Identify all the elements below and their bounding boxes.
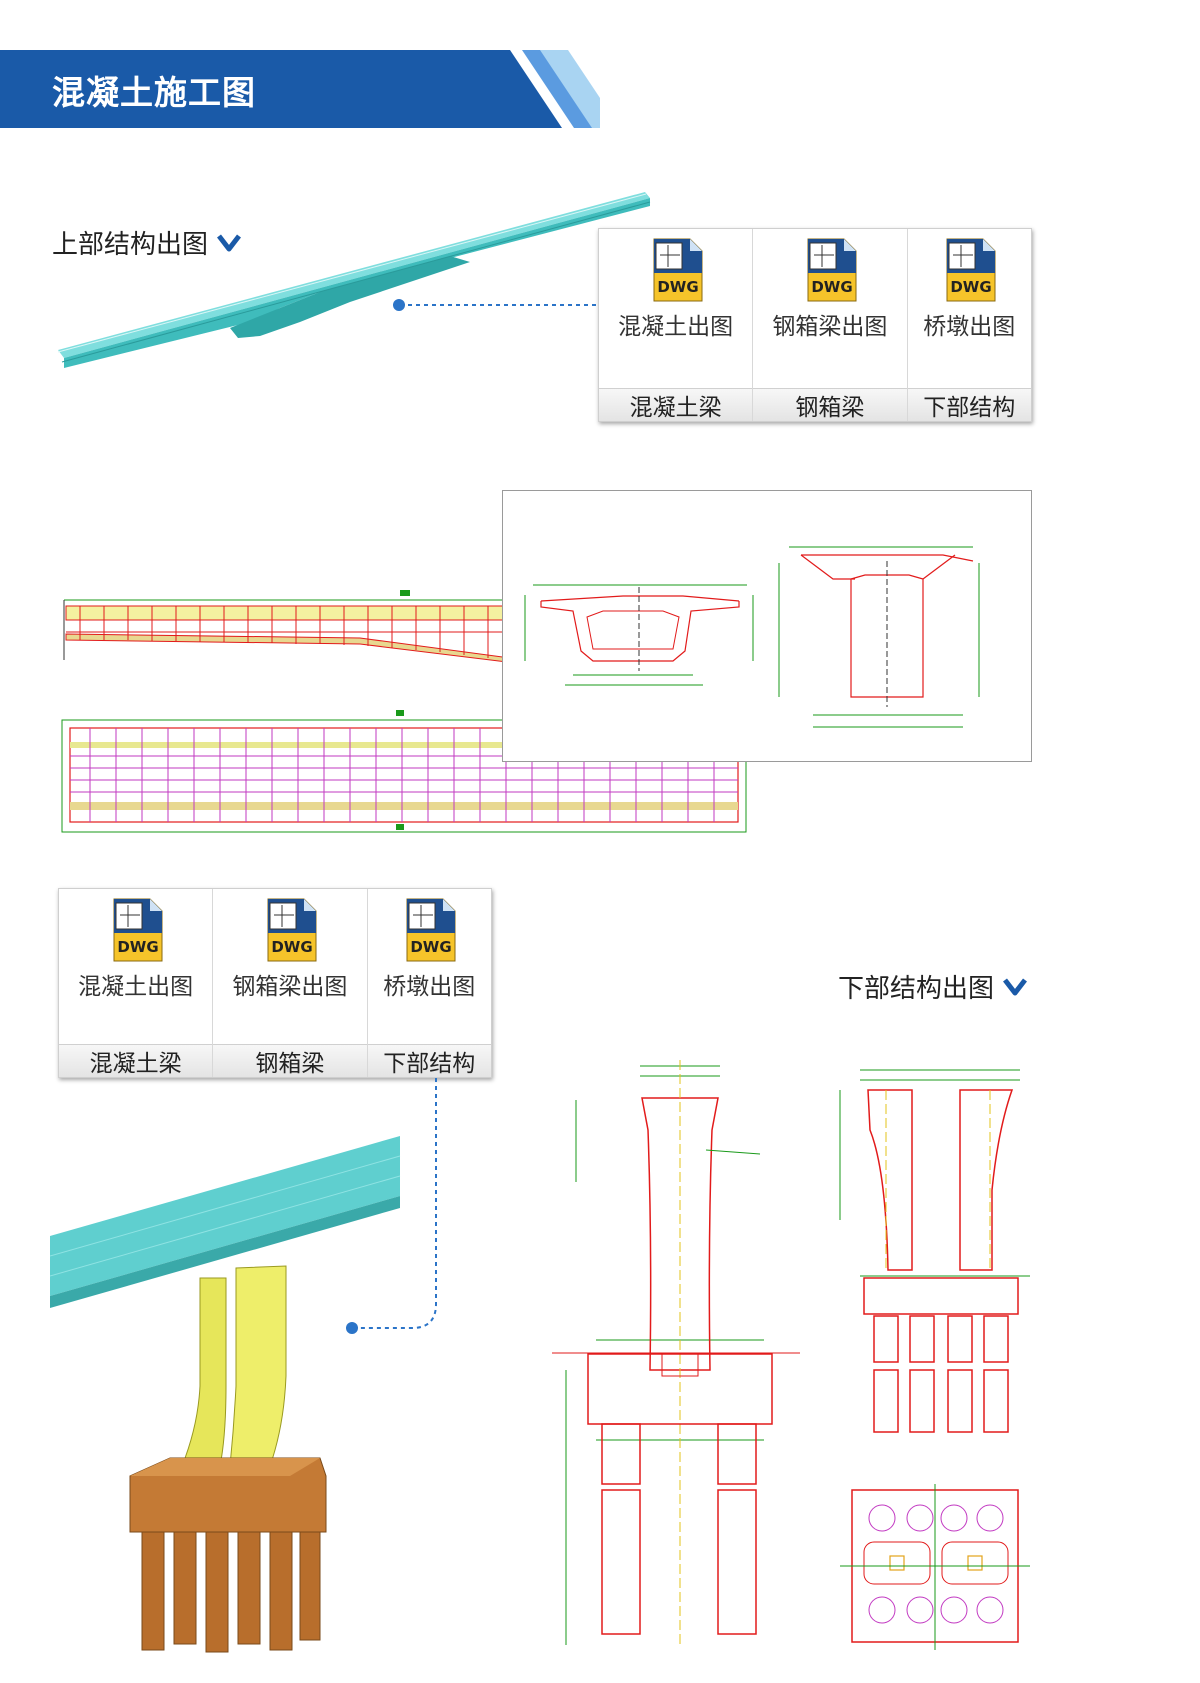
pier-3d-model	[50, 1136, 401, 1653]
superstructure-title-text: 上部结构出图	[52, 230, 209, 260]
svg-text:DWG: DWG	[657, 278, 698, 296]
page-title: 混凝土施工图	[52, 73, 256, 112]
svg-text:DWG: DWG	[117, 938, 158, 956]
steel-box-section	[778, 546, 980, 728]
dwg-file-icon: DWG	[946, 238, 996, 302]
toolbar-group-concrete: DWG 混凝土出图 混凝土梁	[59, 889, 214, 1077]
pier-side-plan-drawing	[839, 1069, 1030, 1650]
substructure-title: 下部结构出图	[838, 968, 1028, 1005]
dwg-file-icon: DWG	[267, 898, 317, 962]
group-label-substructure: 下部结构	[367, 1044, 491, 1077]
concrete-box-section	[524, 584, 754, 686]
toolbar-group-steel: DWG 钢箱梁出图 钢箱梁	[753, 229, 908, 421]
svg-text:DWG: DWG	[811, 278, 852, 296]
dwg-export-toolbar-2: DWG 混凝土出图 混凝土梁 DWG 钢箱梁出图 钢箱梁	[58, 888, 492, 1078]
pier-drawing-button[interactable]: DWG 桥墩出图	[368, 889, 491, 1044]
svg-text:DWG: DWG	[951, 278, 992, 296]
svg-text:DWG: DWG	[271, 938, 312, 956]
group-label-concrete-beam: 混凝土梁	[59, 1044, 213, 1077]
dwg-file-icon: DWG	[807, 238, 857, 302]
concrete-drawing-button[interactable]: DWG 混凝土出图	[59, 889, 212, 1044]
girder-plan	[61, 710, 747, 833]
concrete-drawing-button[interactable]: DWG 混凝土出图	[599, 229, 752, 388]
dwg-file-icon: DWG	[113, 898, 163, 962]
pier-elevation-drawing	[552, 1060, 800, 1645]
steel-box-drawing-label: 钢箱梁出图	[772, 314, 888, 340]
pier-drawing-button[interactable]: DWG 桥墩出图	[908, 229, 1031, 388]
header-banner	[0, 50, 600, 128]
toolbar-group-concrete: DWG 混凝土出图 混凝土梁	[599, 229, 754, 421]
pier-drawing-label: 桥墩出图	[383, 974, 476, 1000]
svg-text:DWG: DWG	[411, 938, 452, 956]
dwg-file-icon: DWG	[653, 238, 703, 302]
dwg-file-icon: DWG	[406, 898, 456, 962]
chevron-down-icon	[1003, 977, 1027, 995]
toolbar-group-substructure: DWG 桥墩出图 下部结构	[367, 889, 491, 1077]
steel-box-drawing-button[interactable]: DWG 钢箱梁出图	[213, 889, 366, 1044]
cross-section-drawing	[502, 490, 1032, 762]
group-label-steel-box: 钢箱梁	[753, 388, 907, 421]
concrete-drawing-label: 混凝土出图	[78, 974, 194, 1000]
concrete-drawing-label: 混凝土出图	[618, 314, 734, 340]
dwg-export-toolbar: DWG 混凝土出图 混凝土梁 DWG 钢箱梁出图 钢箱梁	[598, 228, 1032, 422]
group-label-steel-box: 钢箱梁	[213, 1044, 367, 1077]
pier-drawing-label: 桥墩出图	[923, 314, 1016, 340]
connector-line	[393, 299, 600, 311]
group-label-concrete-beam: 混凝土梁	[599, 388, 753, 421]
group-label-substructure: 下部结构	[907, 388, 1031, 421]
substructure-title-text: 下部结构出图	[838, 974, 995, 1004]
girder-elevation-plan-drawing	[61, 590, 747, 833]
superstructure-title: 上部结构出图	[52, 224, 242, 261]
toolbar-group-steel: DWG 钢箱梁出图 钢箱梁	[213, 889, 368, 1077]
steel-box-drawing-button[interactable]: DWG 钢箱梁出图	[753, 229, 906, 388]
girder-3d-model	[57, 192, 651, 368]
steel-box-drawing-label: 钢箱梁出图	[232, 974, 348, 1000]
connector-line-2	[346, 1078, 437, 1334]
girder-elevation	[63, 590, 541, 667]
toolbar-group-substructure: DWG 桥墩出图 下部结构	[907, 229, 1031, 421]
chevron-down-icon	[217, 233, 241, 251]
